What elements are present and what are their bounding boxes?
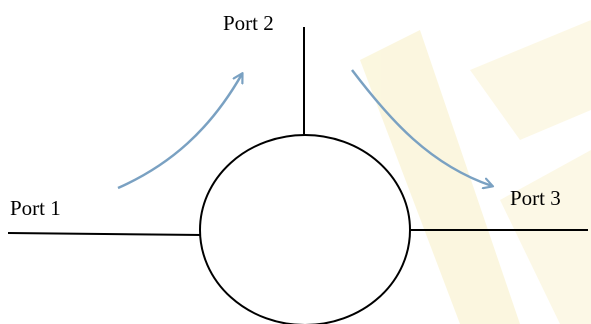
port-1-line (7, 232, 204, 236)
watermark (360, 20, 591, 324)
flow-arrow-port1-to-port2 (117, 74, 242, 190)
flow-arrow-port2-to-port3 (351, 69, 492, 186)
port-1-label: Port 1 (10, 196, 61, 220)
circulator-junction (199, 134, 411, 324)
port-2-label: Port 2 (223, 11, 274, 35)
port-3-label: Port 3 (510, 186, 561, 210)
